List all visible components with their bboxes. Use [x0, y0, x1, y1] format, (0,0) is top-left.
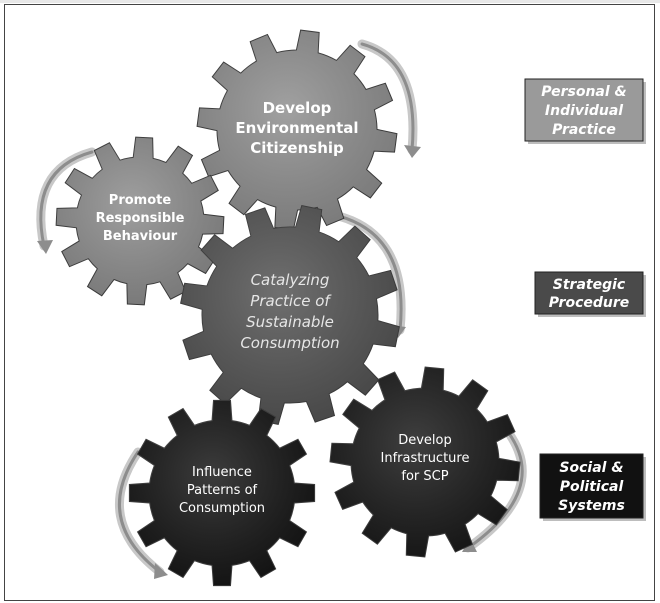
cycle-arrow-edge: [117, 450, 162, 574]
level-label-line: Social &: [559, 460, 623, 476]
page-top-edge: [0, 0, 660, 3]
level-label-box: [539, 453, 644, 519]
cycle-arrow-edge: [466, 430, 524, 550]
cycle-arrow-edge: [328, 212, 403, 332]
gear-label-line: Consumption: [240, 334, 339, 352]
level-label-box: [524, 78, 644, 142]
cycle-arrow-head: [154, 563, 168, 579]
gear-label-line: Consumption: [179, 501, 265, 516]
gear-label-line: Behaviour: [103, 229, 178, 244]
gear-shading: [56, 137, 224, 305]
level-label-line: Procedure: [549, 295, 630, 311]
level-label-line: Strategic: [553, 277, 626, 293]
level-label-line: Individual: [545, 103, 623, 119]
gear-label-line: Practice of: [250, 292, 332, 310]
gear-label-line: Sustainable: [246, 313, 334, 331]
gear-shading: [129, 400, 315, 586]
level-label-line: Systems: [558, 498, 625, 514]
gear-label-line: Infrastructure: [381, 451, 470, 466]
gear-label-line: Develop: [398, 433, 452, 448]
gear-label-line: Responsible: [96, 211, 185, 226]
level-label-box: [534, 271, 644, 315]
gear-label-line: Environmental: [235, 119, 358, 137]
cycle-arrow-edge: [39, 150, 94, 248]
level-label-line: Political: [560, 479, 624, 495]
gear-label-line: for SCP: [401, 469, 448, 484]
gear-label-line: Influence: [192, 465, 252, 480]
gear-label-line: Catalyzing: [251, 271, 330, 289]
gear-label-line: Citizenship: [250, 139, 344, 157]
cycle-arrow-head: [37, 240, 53, 254]
cycle-arrows: [36, 39, 527, 579]
gear-shading: [180, 205, 400, 425]
gear-shading: [330, 367, 520, 557]
gear-label-line: Patterns of: [187, 483, 258, 498]
gear-label-line: Develop: [263, 99, 332, 117]
cycle-arrow-head: [404, 145, 421, 158]
gear-label-line: Promote: [109, 193, 172, 208]
gear-shading: [197, 30, 397, 230]
level-label-line: Practice: [552, 122, 616, 138]
level-label-line: Personal &: [541, 84, 627, 100]
cycle-arrow-edge: [360, 42, 415, 152]
